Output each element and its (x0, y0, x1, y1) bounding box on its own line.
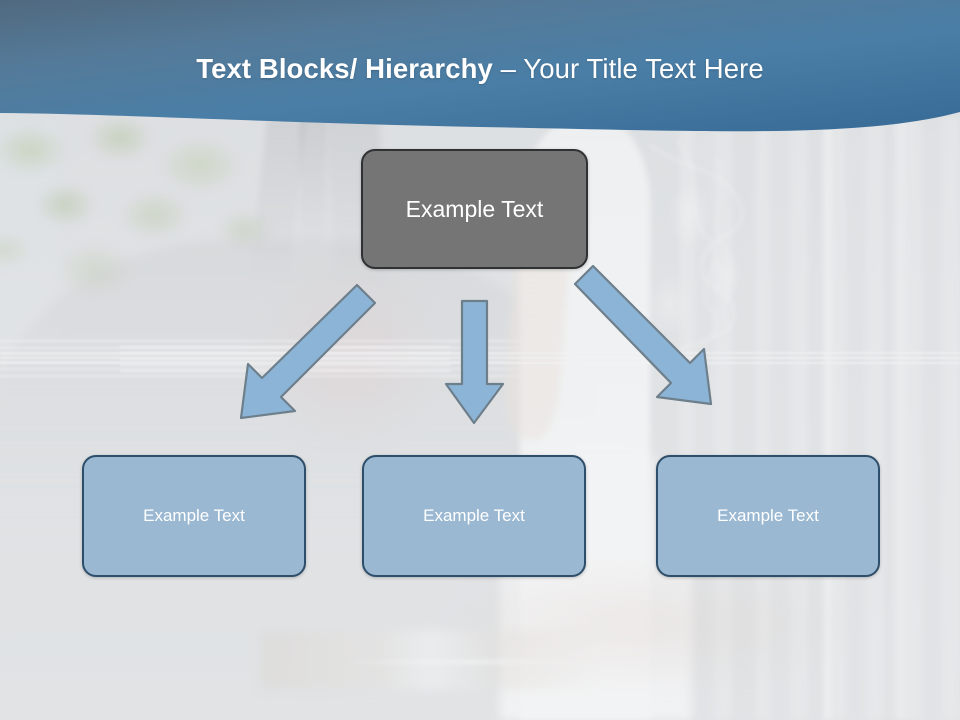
hierarchy-top-node[interactable]: Example Text (361, 149, 588, 269)
page-title-separator: – (492, 53, 524, 84)
arrow-down-right-icon (573, 264, 713, 406)
page-title-rest: Your Title Text Here (523, 53, 764, 84)
hierarchy-child-node-2[interactable]: Example Text (362, 455, 586, 577)
hierarchy-child-node-1-label: Example Text (143, 506, 245, 525)
arrow-down-left-icon (239, 283, 377, 420)
hierarchy-child-node-2-label: Example Text (423, 506, 525, 525)
header-banner: Text Blocks/ Hierarchy – Your Title Text… (0, 0, 960, 140)
page-title-bold: Text Blocks/ Hierarchy (196, 53, 493, 84)
hierarchy-top-node-label: Example Text (405, 195, 544, 222)
page-title: Text Blocks/ Hierarchy – Your Title Text… (0, 53, 960, 85)
arrow-down-icon (444, 299, 505, 425)
hierarchy-child-node-1[interactable]: Example Text (82, 455, 306, 577)
hierarchy-child-node-3-label: Example Text (717, 506, 819, 525)
hierarchy-child-node-3[interactable]: Example Text (656, 455, 880, 577)
